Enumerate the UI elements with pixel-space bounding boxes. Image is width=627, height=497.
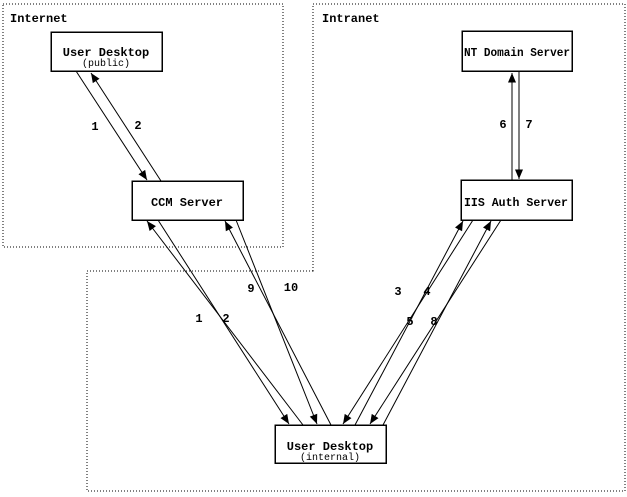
- internet-region-border: [2, 3, 284, 248]
- node-user-desktop-public-subtitle: (public): [82, 58, 130, 70]
- node-ccm-server-title: CCM Server: [151, 196, 223, 210]
- node-nt-domain-server-box: [461, 30, 573, 72]
- node-user-desktop-public: User Desktop (public): [50, 31, 163, 72]
- arrow-2-ccm-to-public-desktop: [90, 72, 162, 182]
- arrow-label-4: 4: [423, 285, 430, 299]
- internet-region-label: Internet: [10, 12, 68, 26]
- arrow-label-8: 8: [430, 315, 437, 329]
- arrow-label-2-public: 2: [134, 119, 141, 133]
- node-user-desktop-internal-subtitle: (internal): [300, 452, 360, 464]
- arrow-2-ccm-to-internal-desktop: [157, 219, 290, 425]
- node-iis-auth-server-title: IIS Auth Server: [464, 196, 568, 210]
- arrow-label-1-public: 1: [91, 120, 98, 134]
- node-user-desktop-public-title: User Desktop: [63, 46, 149, 60]
- node-user-desktop-internal-title: User Desktop: [287, 440, 373, 454]
- arrow-4-iis-to-internal-desktop: [342, 219, 474, 425]
- node-nt-domain-server-title: NT Domain Server: [464, 46, 570, 60]
- arrow-9-internal-desktop-to-ccm: [224, 220, 332, 426]
- arrow-10-ccm-to-internal-desktop: [235, 219, 318, 425]
- node-ccm-server-box: [131, 180, 244, 221]
- node-iis-auth-server: IIS Auth Server: [460, 179, 573, 221]
- node-user-desktop-internal-box: [274, 424, 387, 464]
- node-user-desktop-public-box: [50, 31, 163, 72]
- arrow-1-public-desktop-to-ccm: [75, 70, 148, 181]
- arrow-label-9: 9: [247, 282, 254, 296]
- arrow-8-iis-to-internal-desktop: [369, 219, 502, 425]
- node-ccm-server: CCM Server: [131, 180, 244, 221]
- arrow-label-2-internal: 2: [222, 312, 229, 326]
- node-iis-auth-server-box: [460, 179, 573, 221]
- arrow-label-5: 5: [406, 315, 413, 329]
- arrow-label-7: 7: [525, 118, 532, 132]
- arrow-label-1-internal: 1: [195, 312, 202, 326]
- arrow-3-internal-desktop-to-iis: [354, 220, 464, 426]
- arrow-label-6: 6: [499, 118, 506, 132]
- node-nt-domain-server: NT Domain Server: [461, 30, 573, 72]
- arrow-label-3: 3: [394, 285, 401, 299]
- arrow-1-internal-desktop-to-ccm: [146, 220, 304, 426]
- intranet-region-label: Intranet: [322, 12, 380, 26]
- intranet-region-border: [86, 3, 626, 492]
- arrow-label-10: 10: [284, 281, 298, 295]
- node-user-desktop-internal: User Desktop (internal): [274, 424, 387, 464]
- arrow-5-internal-desktop-to-iis: [382, 220, 492, 426]
